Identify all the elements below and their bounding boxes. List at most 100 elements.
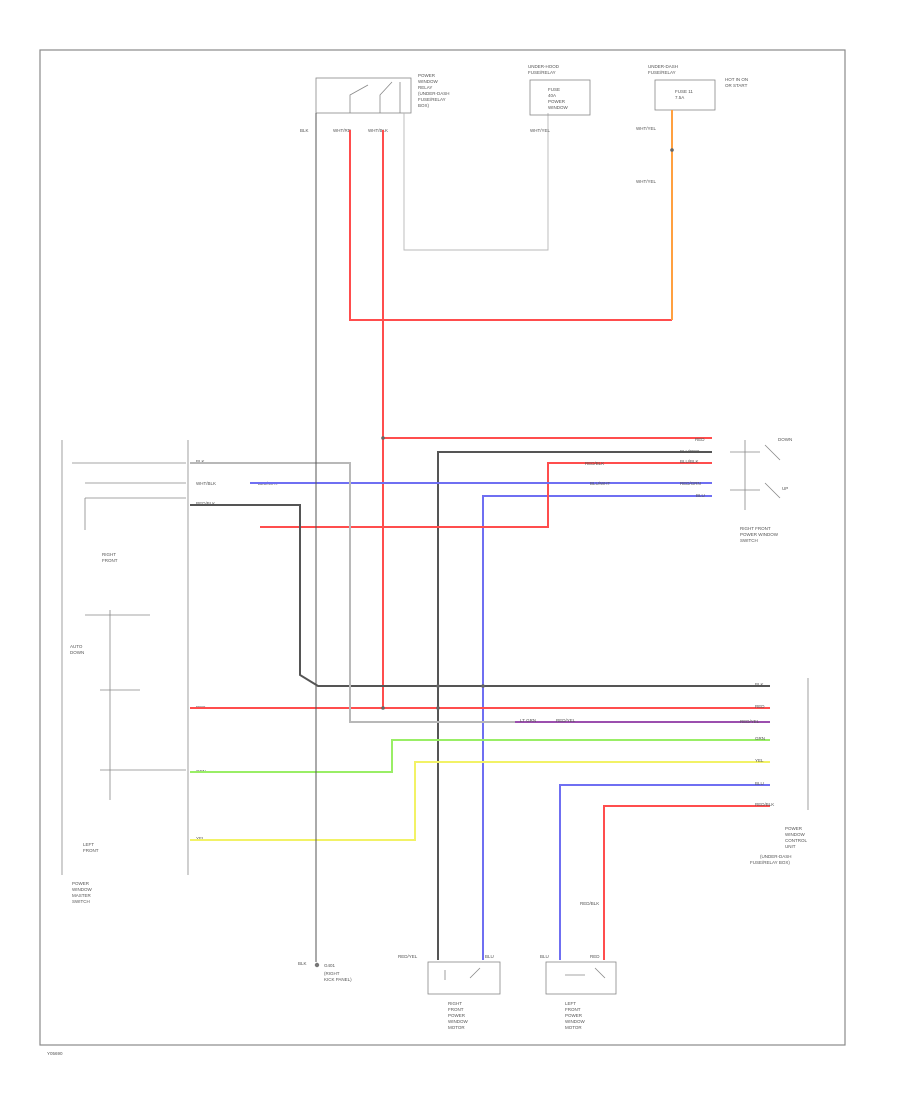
cu-caption-0: POWER [785, 826, 803, 831]
relay-label-0: POWER [418, 73, 436, 78]
wht-yel-b: WHT/YEL [636, 179, 656, 184]
ground-g401: BLK G401 (RIGHT KICK PANEL) [298, 961, 352, 982]
relay-label-5: BOX) [418, 103, 430, 108]
fusebox-mid-2: POWER [548, 99, 566, 104]
wire-group [190, 110, 770, 962]
motor-r-cap-3: WINDOW [448, 1019, 468, 1024]
right-wire-10: BLU [755, 781, 764, 786]
fusebox-mid-3: WINDOW [548, 105, 568, 110]
motor-l-cap-0: LEFT [565, 1001, 576, 1006]
ground-caption-0: (RIGHT [324, 971, 340, 976]
red-blk-label: RED/BLK [580, 901, 599, 906]
left-sw-right-1: FRONT [102, 558, 118, 563]
wire-red-loop [349, 130, 672, 321]
motor-l-cap-2: POWER [565, 1013, 583, 1018]
fusebox-mid-0: FUSE [548, 87, 560, 92]
cu-caption-4: (UNDER-DASH [760, 854, 792, 859]
right-wire-4: BLU [696, 493, 705, 498]
left-caption-1: WINDOW [72, 887, 92, 892]
right-sw-up: DOWN [778, 437, 792, 442]
left-caption-3: SWITCH [72, 899, 90, 904]
wire-blue-b [482, 495, 712, 960]
left-sw-left-1: FRONT [83, 848, 99, 853]
center-wire-0: BLU/WHT [590, 481, 611, 486]
relay-label-1: WINDOW [418, 79, 438, 84]
wire-red-h [603, 805, 770, 960]
wire-gray-i [190, 462, 515, 723]
center-wire-1: RED/BLK [585, 461, 604, 466]
right-wire-11: RED/BLK [755, 802, 774, 807]
ig-label-0: HOT IN ON [725, 77, 748, 82]
relay-label-4: FUSE/RELAY [418, 97, 446, 102]
wire-green [190, 739, 770, 773]
fuse-small-0: FUSE 11 [675, 89, 693, 94]
motor-l-cap-3: WINDOW [565, 1019, 585, 1024]
junction-dot [481, 684, 485, 688]
right-wire-2: BLU/BLK [680, 459, 699, 464]
under-hood-fuse-box: UNDER-HOOD FUSE/RELAY FUSE 40A POWER WIN… [528, 64, 591, 133]
wire-dark-a [437, 451, 712, 960]
right-sw-caption-0: RIGHT FRONT [740, 526, 771, 531]
right-sw-dn: UP [782, 486, 788, 491]
right-sw-caption-1: POWER WINDOW [740, 532, 779, 537]
center-wire-3: RED/YEL [556, 718, 576, 723]
relay-label-2: RELAY [418, 85, 432, 90]
junction-dot [381, 706, 385, 710]
junction-dot [436, 684, 440, 688]
right-front-power-window-switch: DOWN UP RIGHT FRONT POWER WINDOW SWITCH [730, 437, 792, 543]
wire-yellow [190, 761, 770, 841]
diagram-frame [39, 49, 846, 1046]
fusebox-label-1: FUSE/RELAY [528, 70, 556, 75]
motor-r-cap-4: MOTOR [448, 1025, 465, 1030]
left-sw-left-0: LEFT [83, 842, 94, 847]
left-wire-1: WHT/BLK [196, 481, 216, 486]
relay-wire-whtblk: WHT/BLK [368, 128, 388, 133]
power-window-relay: POWER WINDOW RELAY (UNDER-DASH FUSE/RELA… [300, 73, 549, 251]
motor-r-cap-0: RIGHT [448, 1001, 462, 1006]
center-wire-2: LT GRN [520, 718, 536, 723]
ud-fuse-label-0: UNDER-DASH [648, 64, 678, 69]
cu-caption-1: WINDOW [785, 832, 805, 837]
motor-l-wire-0: BLU [540, 954, 549, 959]
ground-caption-1: KICK PANEL) [324, 977, 352, 982]
motor-r-wire-0: RED/YEL [398, 954, 418, 959]
ig-label-1: OR START [725, 83, 748, 88]
right-wire-3: RED/GRN [680, 481, 701, 486]
motor-r-wire-1: BLU [485, 954, 494, 959]
motor-r-cap-2: POWER [448, 1013, 466, 1018]
right-wire-7: RED/YEL [740, 719, 760, 724]
cu-caption-3: UNIT [785, 844, 796, 849]
left-wire-0: BLK [196, 459, 205, 464]
wire-dark-e [190, 504, 770, 687]
left-sw-auto-0: AUTO [70, 644, 83, 649]
footer-code: Y05690 [47, 1051, 63, 1056]
right-wire-9: YEL [755, 758, 764, 763]
right-sw-caption-2: SWITCH [740, 538, 758, 543]
motor-r-cap-1: FRONT [448, 1007, 464, 1012]
left-wire-6: YEL [196, 836, 205, 841]
ground-label-0: BLK [298, 961, 307, 966]
wht-yel-a: WHT/YEL [636, 126, 656, 131]
relay-wire-blk: BLK [300, 128, 309, 133]
ud-fuse-label-1: FUSE/RELAY [648, 70, 676, 75]
cu-caption-5: FUSE/RELAY BOX) [750, 860, 790, 865]
fusebox-label-0: UNDER-HOOD [528, 64, 560, 69]
left-sw-right-0: RIGHT [102, 552, 116, 557]
cu-caption-2: CONTROL [785, 838, 807, 843]
right-wire-6: RED [755, 704, 765, 709]
fuse-small-1: 7.5A [675, 95, 684, 100]
fusebox-mid-1: 40A [548, 93, 556, 98]
junction-dot [670, 148, 674, 152]
left-front-window-motor: BLU RED LEFT FRONT POWER WINDOW MOTOR RE… [540, 901, 617, 1030]
junction-dot [381, 436, 385, 440]
ground-label-1: G401 [324, 963, 336, 968]
wire-labels: BLU/WHT RED/BLK LT GRN RED/YEL RED BLU/R… [520, 437, 774, 807]
under-dash-fuse-box: UNDER-DASH FUSE/RELAY FUSE 11 7.5A HOT I… [636, 64, 748, 184]
left-caption-2: MASTER [72, 893, 92, 898]
right-wire-5: BLK [755, 682, 764, 687]
right-wire-1: BLU/RED [680, 449, 700, 454]
relay-label-3: (UNDER-DASH [418, 91, 450, 96]
motor-l-cap-1: FRONT [565, 1007, 581, 1012]
right-wire-0: RED [695, 437, 705, 442]
left-sw-auto-1: DOWN [70, 650, 84, 655]
